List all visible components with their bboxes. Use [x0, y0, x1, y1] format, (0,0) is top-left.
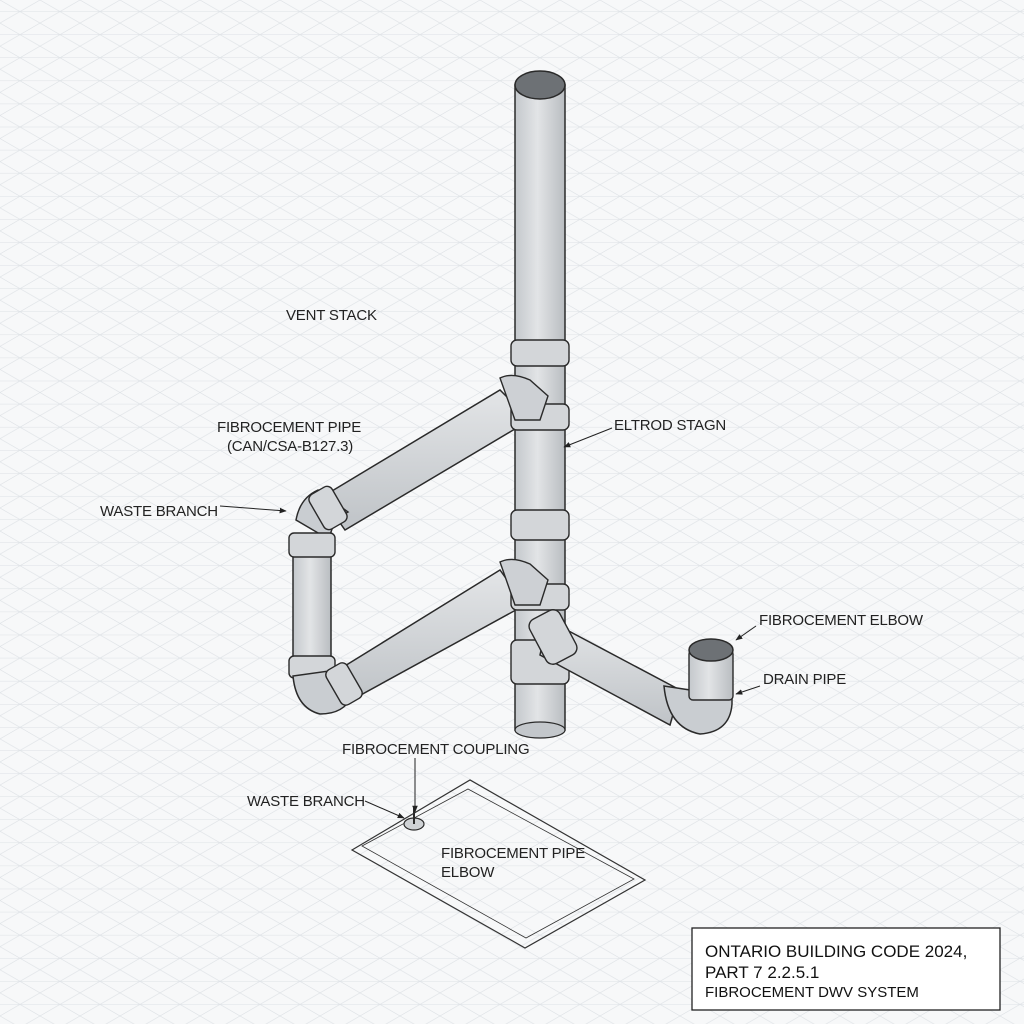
label-fibrocement-elbow: FIBROCEMENT ELBOW [759, 612, 924, 629]
lower-branch-pipe [292, 568, 527, 715]
leader-lines [219, 427, 761, 819]
label-waste-branch-lower: WASTE BRANCH [247, 793, 365, 810]
stack-top-opening [514, 70, 566, 100]
title-block-line-1: ONTARIO BUILDING CODE 2024, [705, 942, 967, 961]
label-fibrocement-coupling: FIBROCEMENT COUPLING [342, 741, 529, 758]
label-waste-branch-upper: WASTE BRANCH [100, 503, 218, 520]
title-block-line-2: PART 7 2.2.5.1 [705, 963, 819, 982]
left-pipe-top-coupling [288, 532, 336, 558]
floor-plate [350, 779, 647, 949]
drain-coupling [528, 609, 578, 665]
title-block: ONTARIO BUILDING CODE 2024, PART 7 2.2.5… [691, 927, 1001, 1011]
stack-coupling-3 [510, 509, 570, 541]
label-vent-stack: VENT STACK [286, 307, 377, 324]
title-block-line-3: FIBROCEMENT DWV SYSTEM [705, 984, 919, 1001]
lower-wye-fitting [499, 558, 549, 606]
drain-pipe [528, 609, 734, 735]
stack-bottom-end [514, 721, 566, 739]
upper-branch-coupling [308, 485, 348, 531]
label-fibrocement-pipe: FIBROCEMENT PIPE [217, 419, 361, 436]
label-floor-fibrocement-pipe: FIBROCEMENT PIPE [441, 845, 585, 862]
upper-wye-fitting [499, 374, 549, 421]
label-drain-pipe: DRAIN PIPE [763, 671, 846, 688]
lower-branch-coupling [325, 662, 363, 706]
label-eltrod-stagn: ELTROD STAGN [614, 417, 726, 434]
stack-coupling-1 [510, 339, 570, 367]
left-vertical-pipe [288, 532, 336, 679]
right-elbow-opening [688, 638, 734, 662]
label-fibrocement-pipe-spec: (CAN/CSA-B127.3) [227, 438, 353, 455]
vent-stack-pipe [499, 70, 570, 739]
label-floor-elbow: ELBOW [441, 864, 495, 881]
